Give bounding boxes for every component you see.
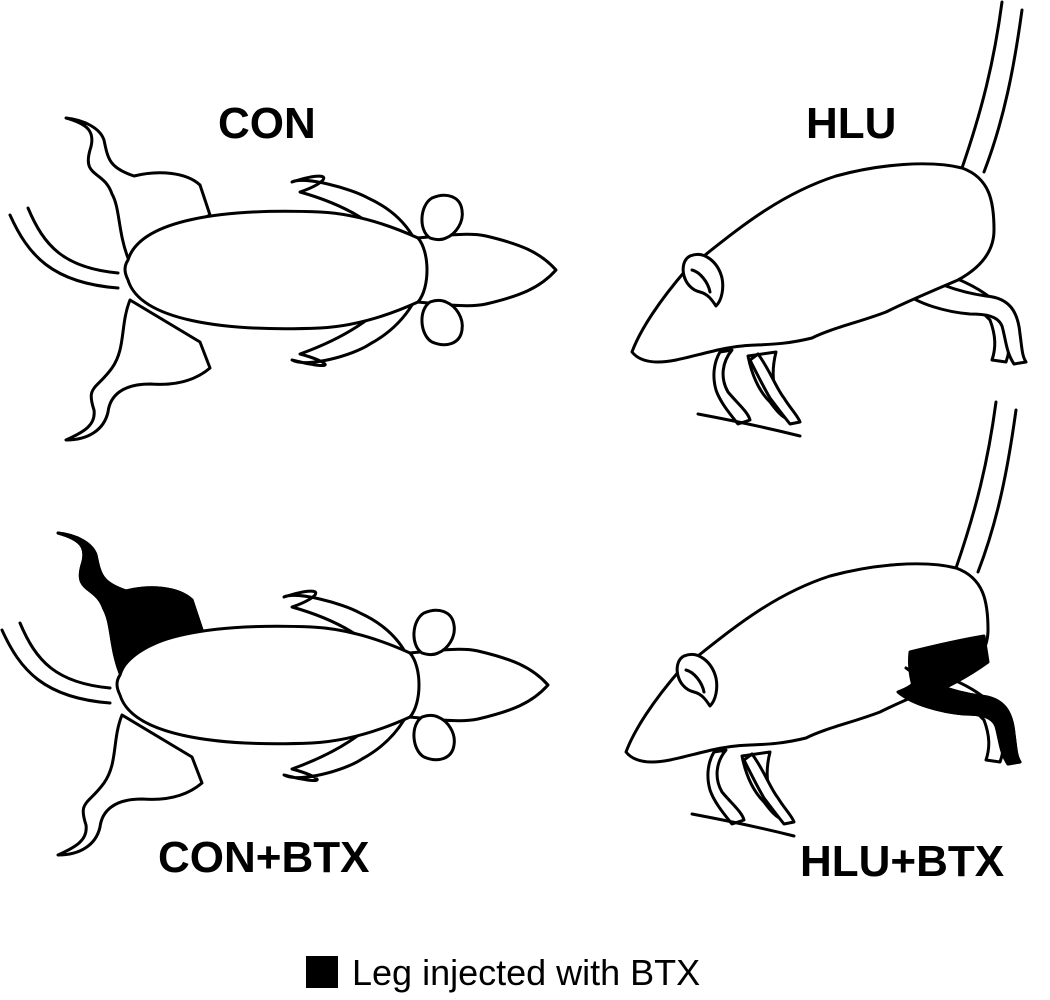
legend-swatch [306, 956, 338, 988]
con-btx-label: CON+BTX [158, 833, 369, 882]
hlu-btx-rat [624, 400, 1022, 838]
hlu-rat [630, 0, 1028, 438]
con-rat [8, 116, 558, 442]
con-label: CON [218, 99, 316, 148]
hlu-label: HLU [806, 99, 896, 148]
legend: Leg injected with BTX [306, 952, 700, 993]
con-btx-injected-leg [56, 531, 204, 675]
legend-label: Leg injected with BTX [352, 952, 700, 993]
hlu-btx-label: HLU+BTX [800, 837, 1004, 886]
con-btx-rat [0, 531, 550, 857]
